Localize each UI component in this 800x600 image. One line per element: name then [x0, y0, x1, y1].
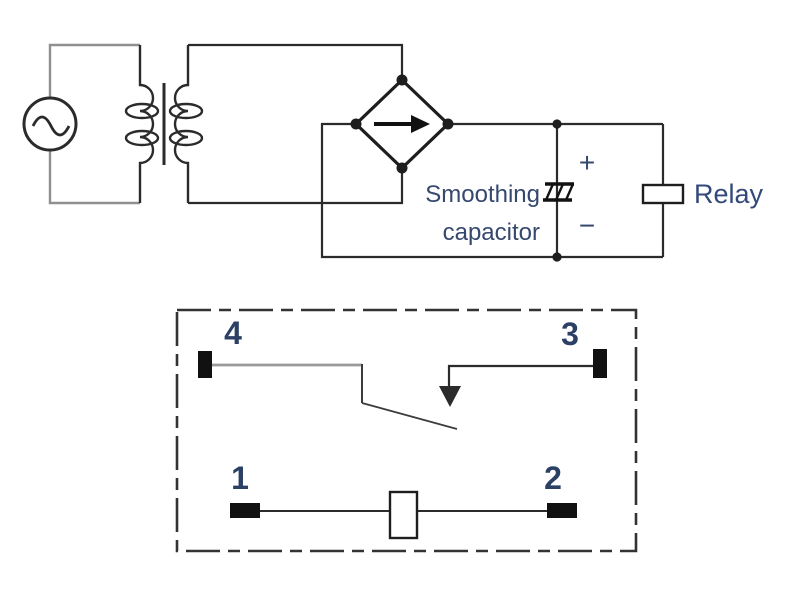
pin-4-label: 4: [224, 315, 242, 351]
relay-coil-symbol: [641, 183, 685, 205]
terminal-3: [593, 349, 607, 378]
transformer-icon: [124, 45, 204, 203]
ac-source-icon: [22, 96, 78, 152]
plus-polarity-label: +: [578, 147, 596, 178]
relay-label: Relay: [694, 179, 764, 209]
terminal-pads: [198, 349, 607, 518]
terminal-1: [230, 503, 260, 518]
junction-dots: [552, 119, 562, 262]
smoothing-capacitor-label: Smoothing capacitor: [340, 176, 540, 252]
terminal-4: [198, 351, 212, 378]
primary-loop-wires: [48, 43, 140, 205]
smoothing-capacitor-icon: [543, 182, 575, 202]
pin-2-label: 2: [544, 460, 562, 496]
smoothing-capacitor-label-line1: Smoothing: [425, 181, 540, 208]
pin-3-label: 3: [561, 316, 579, 352]
coil-branch: [260, 490, 547, 540]
smoothing-capacitor-label-line2: capacitor: [442, 219, 540, 246]
changeover-contact: [212, 363, 458, 430]
current-arrow-icon: [411, 115, 430, 133]
pin-1-label: 1: [231, 460, 249, 496]
terminal-2: [547, 503, 577, 518]
bridge-rectifier-icon: [350, 74, 454, 174]
minus-polarity-label: −: [578, 210, 596, 241]
coil-symbol: [388, 490, 419, 540]
contact-arrow-icon: [439, 386, 461, 407]
switch-blade: [361, 402, 458, 430]
relay-pinout-box: [175, 308, 638, 553]
pin3-contact-arrow: [439, 364, 593, 407]
